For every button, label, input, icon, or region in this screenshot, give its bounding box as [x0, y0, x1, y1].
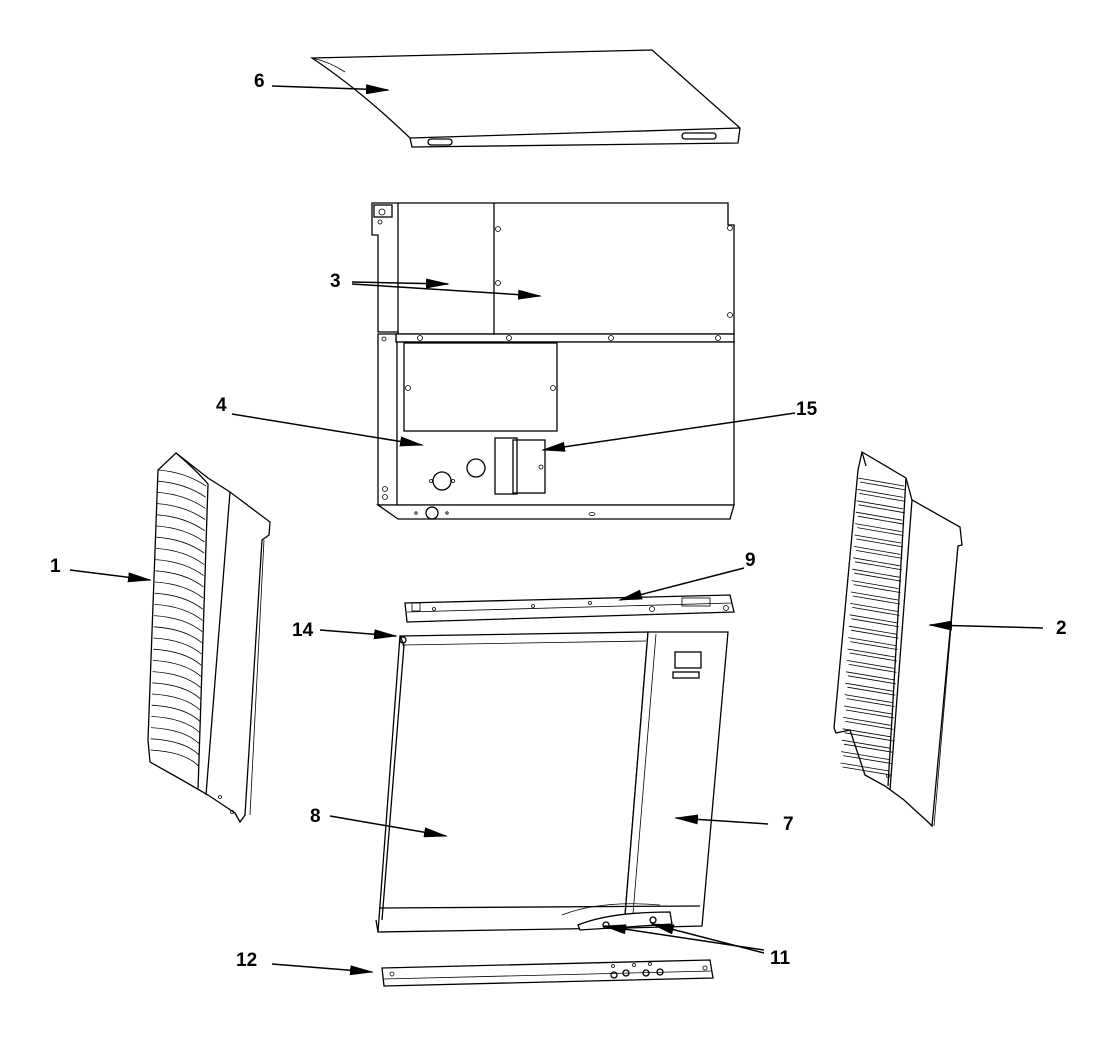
callout-6: 6 — [254, 71, 265, 92]
leader-3a — [351, 278, 450, 289]
upper-front-rail-drawing — [404, 594, 735, 623]
front-panels-drawing — [375, 631, 729, 933]
leader-12 — [271, 963, 374, 976]
right-side-panel-drawing — [833, 450, 963, 828]
leader-9 — [618, 567, 745, 601]
leader-lines — [69, 84, 1044, 976]
leader-11b — [650, 923, 765, 954]
callout-1: 1 — [50, 556, 61, 577]
top-cover-drawing — [309, 49, 741, 148]
rear-panel-assembly-drawing — [371, 202, 735, 520]
callout-3: 3 — [330, 271, 341, 292]
leader-2 — [928, 620, 1044, 631]
callout-8: 8 — [310, 806, 321, 827]
callout-4: 4 — [216, 395, 227, 416]
callout-15: 15 — [796, 399, 818, 420]
callout-14: 14 — [292, 620, 314, 641]
callout-9: 9 — [745, 550, 756, 571]
leader-4 — [231, 413, 424, 447]
leader-3b — [351, 283, 542, 300]
leader-1 — [69, 569, 152, 583]
leader-8 — [329, 815, 448, 838]
leader-14 — [319, 629, 398, 640]
callout-7: 7 — [783, 814, 794, 835]
leader-6 — [271, 84, 390, 95]
lower-front-rail-drawing — [381, 959, 714, 987]
callout-2: 2 — [1056, 618, 1067, 639]
callout-11: 11 — [770, 948, 791, 969]
left-side-panel-drawing — [147, 452, 271, 824]
leader-7 — [674, 814, 769, 825]
callout-labels: 6 3 4 15 1 9 14 2 8 7 11 12 — [50, 71, 1067, 971]
leader-15 — [541, 412, 796, 452]
callout-12: 12 — [236, 950, 257, 971]
